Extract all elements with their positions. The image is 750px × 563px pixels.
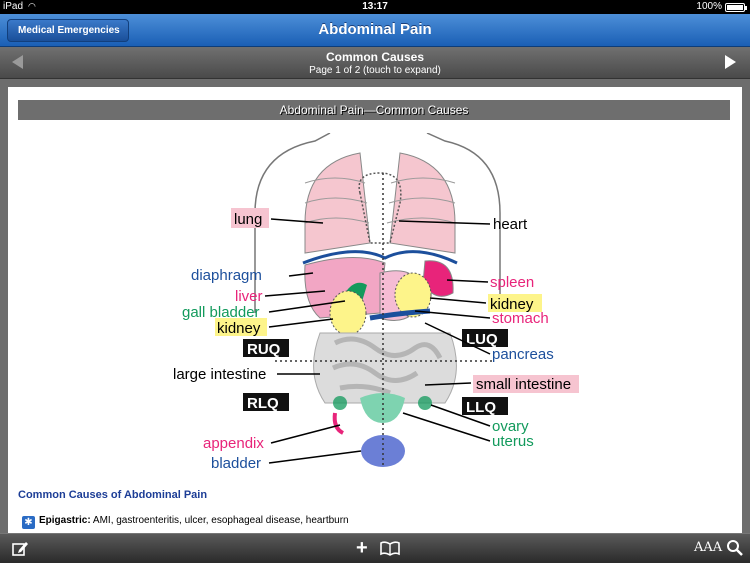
pancreas-label: pancreas: [492, 346, 554, 363]
abdominal-anatomy-diagram[interactable]: lung diaphragm liver gall bladder kidney…: [155, 133, 601, 473]
navigation-bar: Medical Emergencies Abdominal Pain: [0, 14, 750, 47]
kidney-left-label: kidney: [217, 320, 261, 337]
page-navigator[interactable]: Common Causes Page 1 of 2 (touch to expa…: [0, 47, 750, 79]
search-icon[interactable]: [726, 538, 744, 558]
battery-icon: [725, 3, 747, 12]
stomach-label: stomach: [492, 310, 549, 327]
wifi-icon: ◠: [28, 1, 36, 11]
lung-label: lung: [234, 211, 262, 228]
status-bar: iPad ◠ 13:17 100%: [0, 0, 750, 14]
device-name: iPad: [3, 1, 24, 12]
bladder-label: bladder: [211, 455, 261, 472]
gall-bladder-label: gall bladder: [182, 304, 260, 321]
text-size-icon[interactable]: AAA: [694, 540, 723, 555]
small-intestine-label: small intestine: [476, 376, 571, 393]
add-bookmark-icon[interactable]: +: [356, 537, 368, 559]
llq-label: LLQ: [466, 399, 496, 416]
clock: 13:17: [362, 1, 388, 12]
rlq-label: RLQ: [247, 395, 279, 412]
large-intestine-label: large intestine: [173, 366, 266, 383]
heart-label: heart: [493, 216, 528, 233]
previous-page-icon[interactable]: [12, 55, 23, 69]
back-button[interactable]: Medical Emergencies: [7, 19, 129, 42]
cause-label: Epigastric:: [39, 515, 91, 526]
ovary-label: ovary: [492, 418, 529, 435]
ruq-label: RUQ: [247, 341, 281, 358]
book-icon[interactable]: [379, 538, 401, 558]
bottom-toolbar: + AAA: [0, 533, 750, 563]
compose-icon[interactable]: [10, 538, 30, 558]
battery-percent: 100%: [696, 1, 722, 12]
cause-text: AMI, gastroenteritis, ulcer, esophageal …: [90, 515, 349, 526]
section-title: Common Causes: [325, 50, 425, 64]
next-page-icon[interactable]: [725, 55, 736, 69]
content-pane[interactable]: Abdominal Pain—Common Causes: [8, 87, 742, 533]
uterus-label: uterus: [492, 433, 534, 450]
page-indicator[interactable]: Page 1 of 2 (touch to expand): [309, 65, 441, 76]
page-title: Abdominal Pain: [318, 21, 432, 38]
star-of-life-icon: ✱: [22, 516, 35, 529]
section-heading: Common Causes of Abdominal Pain: [18, 489, 208, 501]
luq-label: LUQ: [466, 331, 498, 348]
kidney-right-label: kidney: [490, 296, 534, 313]
liver-label: liver: [235, 288, 263, 305]
list-item: ✱ Epigastric: AMI, gastroenteritis, ulcer…: [22, 515, 349, 529]
figure-title: Abdominal Pain—Common Causes: [18, 100, 730, 120]
diaphragm-label: diaphragm: [191, 267, 262, 284]
appendix-label: appendix: [203, 435, 264, 452]
spleen-label: spleen: [490, 274, 534, 291]
